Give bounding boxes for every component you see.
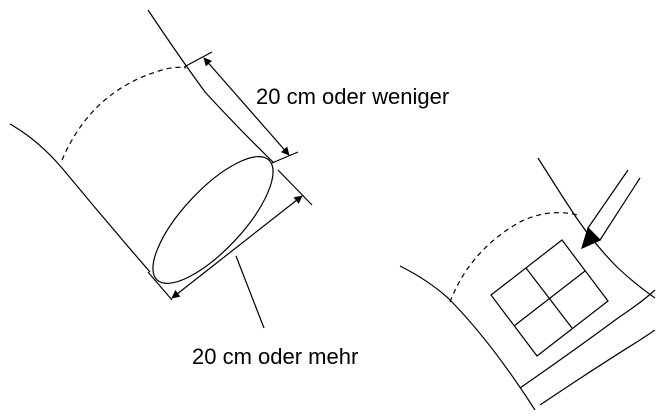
pencil-icon	[581, 169, 641, 250]
extension-line-right	[277, 169, 313, 206]
extension-line-top	[183, 51, 213, 68]
length-dimension	[183, 51, 299, 164]
width-leader-line	[235, 255, 265, 329]
pencil-tip	[581, 226, 602, 250]
patch-cut-curve	[519, 289, 656, 389]
extension-line-left	[147, 271, 173, 301]
length-label: 20 cm oder weniger	[256, 84, 450, 109]
patch-piece	[399, 157, 656, 411]
tube-cut-ellipse	[152, 156, 274, 284]
grid-outline	[490, 239, 609, 357]
patch-bottom-outline	[399, 265, 536, 411]
patch-lower-edge	[539, 329, 656, 406]
pencil-body-left	[587, 169, 629, 229]
patch-top-outline	[537, 157, 656, 299]
width-dimension	[147, 169, 313, 329]
width-label: 20 cm oder mehr	[192, 344, 359, 369]
extension-line-bottom	[271, 151, 299, 164]
tube-bottom-outline	[9, 123, 151, 273]
patch-dashed-curve	[449, 212, 579, 303]
measurement-grid	[490, 239, 609, 357]
tube-piece	[9, 9, 275, 284]
grid-line-vertical	[525, 267, 573, 329]
width-arrow	[171, 195, 303, 299]
length-arrow	[203, 57, 290, 156]
pencil-body-right	[599, 177, 641, 241]
tube-dashed-curve	[61, 66, 187, 161]
